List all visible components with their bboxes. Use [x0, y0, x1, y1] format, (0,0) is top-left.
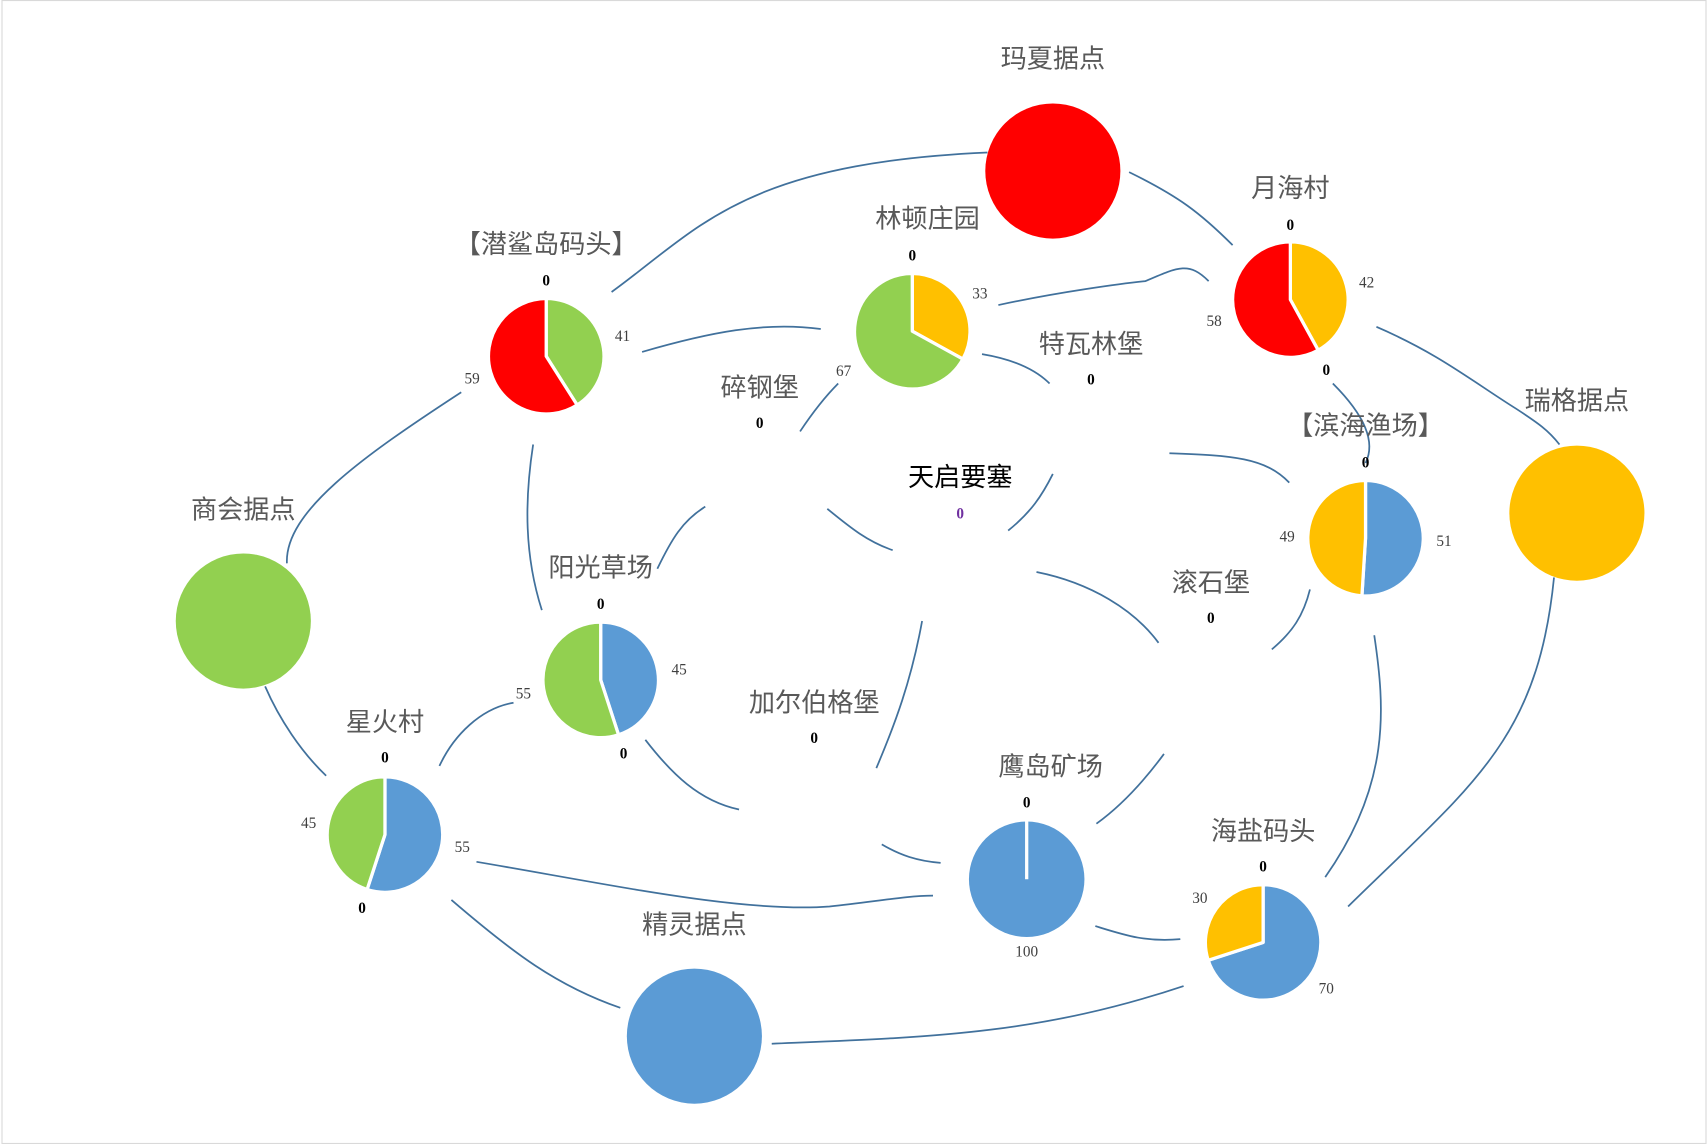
edge — [286, 391, 462, 564]
slice-label: 33 — [972, 286, 988, 303]
node-title-yangguang: 阳光草场 — [548, 553, 653, 583]
pie-slice — [1360, 478, 1425, 598]
slice-label: 45 — [301, 815, 317, 832]
edge — [1095, 753, 1165, 825]
slice-label: 0 — [1023, 794, 1031, 811]
node-shapes — [175, 103, 1645, 1104]
slice-label: 0 — [620, 745, 628, 762]
pie-slice — [599, 620, 660, 737]
pie-slice — [968, 821, 1085, 937]
slice-label: 55 — [516, 685, 532, 702]
slice-label: 0 — [1287, 217, 1295, 234]
edge — [1128, 171, 1234, 246]
edge — [611, 151, 988, 293]
node-title-suigang: 碎钢堡 — [721, 374, 799, 404]
node-title-mashia: 玛夏据点 — [1001, 45, 1105, 75]
edge — [264, 686, 327, 777]
slice-label: 59 — [464, 371, 479, 388]
slice-label: 55 — [455, 839, 471, 856]
node-title-linton: 林顿庄园 — [875, 205, 980, 235]
edge — [1376, 326, 1561, 446]
node-title-yingdao: 鹰岛矿场 — [998, 753, 1103, 783]
node-value: 0 — [956, 506, 964, 523]
node-labels: 玛夏据点 月海村 0 42 58 0 林顿庄园 0 33 67 【潜鲨岛码头】 … — [191, 45, 1629, 998]
slice-label: 0 — [381, 750, 389, 767]
node-circle — [626, 968, 762, 1104]
pie-slice — [325, 775, 387, 892]
node-title-jiaerboge: 加尔伯格堡 — [749, 688, 880, 718]
node-title-ruige: 瑞格据点 — [1525, 387, 1630, 417]
node-title-gunshi: 滚石堡 — [1172, 569, 1250, 599]
edge — [826, 508, 893, 552]
edge — [1324, 635, 1382, 878]
node-title-qiansha: 【潜鲨岛码头】 — [455, 230, 638, 260]
edge — [476, 860, 933, 909]
slice-label: 0 — [1322, 362, 1330, 379]
slice-label: 45 — [672, 661, 688, 678]
edge — [450, 899, 621, 1009]
edge — [998, 267, 1210, 306]
node-title-tianqi: 天启要塞 — [908, 463, 1013, 493]
slice-label: 100 — [1015, 944, 1038, 961]
connections — [264, 151, 1561, 1045]
edge — [881, 843, 941, 864]
pie-slice — [1203, 883, 1265, 962]
slice-label: 0 — [1362, 454, 1370, 471]
slice-label: 0 — [597, 596, 605, 613]
node-circle — [175, 553, 311, 689]
edge — [771, 985, 1184, 1045]
slice-label: 0 — [908, 247, 916, 264]
slice-label: 41 — [615, 328, 630, 345]
node-title-haiyan: 海盐码头 — [1211, 817, 1316, 847]
node-circle — [1509, 445, 1645, 581]
node-value: 0 — [756, 415, 764, 432]
slice-label: 67 — [836, 363, 852, 380]
node-title-shanghui: 商会据点 — [191, 496, 296, 526]
pie-slice — [1231, 240, 1320, 359]
node-value: 0 — [1087, 372, 1095, 389]
pie-slice — [1306, 478, 1368, 598]
edge — [875, 620, 923, 769]
slice-label: 70 — [1319, 981, 1335, 998]
pie-slice — [541, 620, 621, 740]
edge — [1007, 473, 1054, 532]
edge — [1169, 452, 1290, 484]
node-circle — [985, 103, 1121, 239]
edge — [1095, 925, 1181, 941]
edge — [799, 382, 839, 432]
slice-label: 49 — [1279, 528, 1294, 545]
slice-label: 51 — [1436, 533, 1451, 550]
edge — [981, 353, 1051, 385]
edge — [526, 444, 543, 611]
node-value: 0 — [810, 730, 818, 747]
node-title-yuehai: 月海村 — [1251, 174, 1329, 204]
slice-label: 58 — [1206, 313, 1222, 330]
slice-label: 30 — [1192, 890, 1208, 907]
slice-label: 0 — [1259, 859, 1267, 876]
edge — [438, 701, 514, 767]
edge — [1271, 589, 1311, 651]
edge — [656, 505, 706, 570]
node-title-xinghuo: 星火村 — [346, 708, 424, 738]
edge — [1347, 577, 1555, 908]
edge — [644, 739, 740, 811]
node-title-tevalin: 特瓦林堡 — [1039, 330, 1144, 360]
pie-slice — [852, 271, 965, 391]
node-title-jingling: 精灵据点 — [642, 911, 747, 941]
edge — [641, 325, 821, 353]
slice-label: 0 — [542, 272, 550, 289]
node-title-binhai: 【滨海渔场】 — [1287, 412, 1444, 442]
node-value: 0 — [1207, 610, 1215, 627]
edge — [1036, 571, 1160, 644]
slice-label: 42 — [1359, 275, 1374, 292]
edge — [1332, 382, 1371, 464]
pie-slice — [486, 296, 579, 416]
slice-label: 0 — [358, 900, 366, 917]
